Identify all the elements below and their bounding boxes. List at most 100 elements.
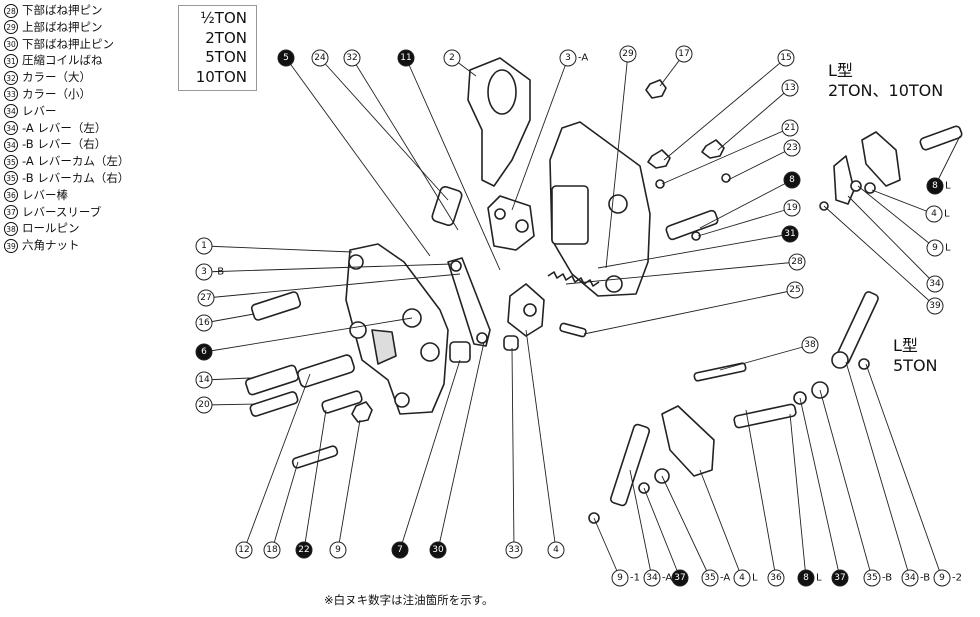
leader-line (865, 363, 943, 579)
callout-circle (925, 205, 943, 223)
callout-circle (781, 225, 799, 243)
callout-circle (926, 275, 944, 293)
callout-number: 34 (929, 279, 941, 289)
plate-jaw-cutout (371, 329, 397, 365)
callout-33: 33 (505, 541, 523, 559)
callout-number: 8 (803, 573, 809, 583)
callout-number: 35 (704, 573, 715, 583)
callout-suffix: -A (662, 573, 672, 584)
callout-number: 13 (784, 83, 795, 93)
leader-line (319, 57, 449, 201)
callout-number: 35 (866, 573, 877, 583)
leader-line (745, 409, 777, 579)
callout-number: 22 (298, 545, 309, 555)
callout-number: 4 (553, 545, 559, 555)
plate-hole (608, 194, 628, 214)
callout-number: 30 (432, 545, 444, 555)
callout-25: 25 (786, 281, 804, 299)
lever-cam-5t (661, 405, 715, 477)
callout-circle (391, 541, 409, 559)
callout-circle (783, 199, 801, 217)
capacity-2ton: 2TON (205, 28, 247, 47)
callout-circle (831, 569, 849, 587)
callout-circle (619, 45, 637, 63)
leader-line (243, 373, 311, 551)
callout-circle (443, 49, 461, 67)
callout-circle (547, 541, 565, 559)
callout-number: 1 (201, 241, 207, 251)
callout-number: 19 (786, 203, 798, 213)
bolt-20 (249, 391, 299, 417)
l-type-title-large-1: L型 (893, 336, 918, 355)
callout-circle (397, 49, 415, 67)
capacity-10ton: 10TON (195, 67, 247, 86)
callout-14: 14 (195, 371, 213, 389)
callout-number: 6 (201, 347, 207, 357)
callout-circle (783, 139, 801, 157)
leader-line (203, 317, 413, 353)
shackle-eye (487, 69, 517, 115)
leader-line (857, 185, 936, 249)
plate-hole (394, 392, 410, 408)
callout-39: 39 (926, 297, 944, 315)
leader-line (303, 409, 327, 551)
callout-circle (675, 45, 693, 63)
callout-9: 9 (329, 541, 347, 559)
leader-line (593, 517, 621, 579)
callout-36: 36 (767, 569, 785, 587)
legend-item: 34-A レバー（左） (4, 120, 129, 137)
lubrication-note: ※白ヌキ数字は注油箇所を示す。 (324, 593, 494, 607)
callout-circle (611, 569, 629, 587)
callout-37: 37 (671, 569, 689, 587)
callout-number: 39 (929, 301, 941, 311)
callout-circle (197, 289, 215, 307)
callout-circle (781, 119, 799, 137)
nut-15 (647, 149, 671, 169)
callout-15: 15 (777, 49, 795, 67)
callout-circle (311, 49, 329, 67)
callout-32: 32 (343, 49, 361, 67)
callout-3: 3 -B (195, 263, 224, 281)
callout-27: 27 (197, 289, 215, 307)
leader-line (285, 57, 431, 257)
callout-circle (429, 541, 447, 559)
nut-9 (351, 401, 373, 423)
callout-circle (329, 541, 347, 559)
callout-1: 1 (195, 237, 213, 255)
callout-circle (195, 237, 213, 255)
leader-line (823, 205, 936, 307)
legend-item: 35-B レバーカム（右） (4, 170, 129, 187)
callout-31: 31 (781, 225, 799, 243)
plate-block (551, 185, 589, 245)
plate-hole (348, 254, 364, 270)
callout-circle (933, 569, 951, 587)
callout-23: 23 (783, 139, 801, 157)
callout-suffix: L (944, 209, 950, 220)
callout-suffix: -A (720, 573, 730, 584)
callout-suffix: L (945, 243, 951, 254)
leader-line (845, 361, 911, 579)
callout-circle (195, 371, 213, 389)
callout-suffix: -A (578, 53, 588, 64)
callout-suffix: -B (214, 267, 224, 278)
callout-7: 7 (391, 541, 409, 559)
leader-line (799, 397, 841, 579)
callout-number: 3 (201, 267, 207, 277)
leader-line (583, 289, 796, 335)
leader-line (565, 261, 798, 285)
leader-line (727, 147, 793, 181)
leader-line (205, 273, 461, 299)
callout-suffix: L (816, 573, 822, 584)
callout-9: 9-2 (933, 569, 962, 587)
callout-number: 8 (789, 175, 795, 185)
callout-circle (195, 314, 213, 332)
callout-2: 2 (443, 49, 461, 67)
leader-line (203, 263, 453, 273)
